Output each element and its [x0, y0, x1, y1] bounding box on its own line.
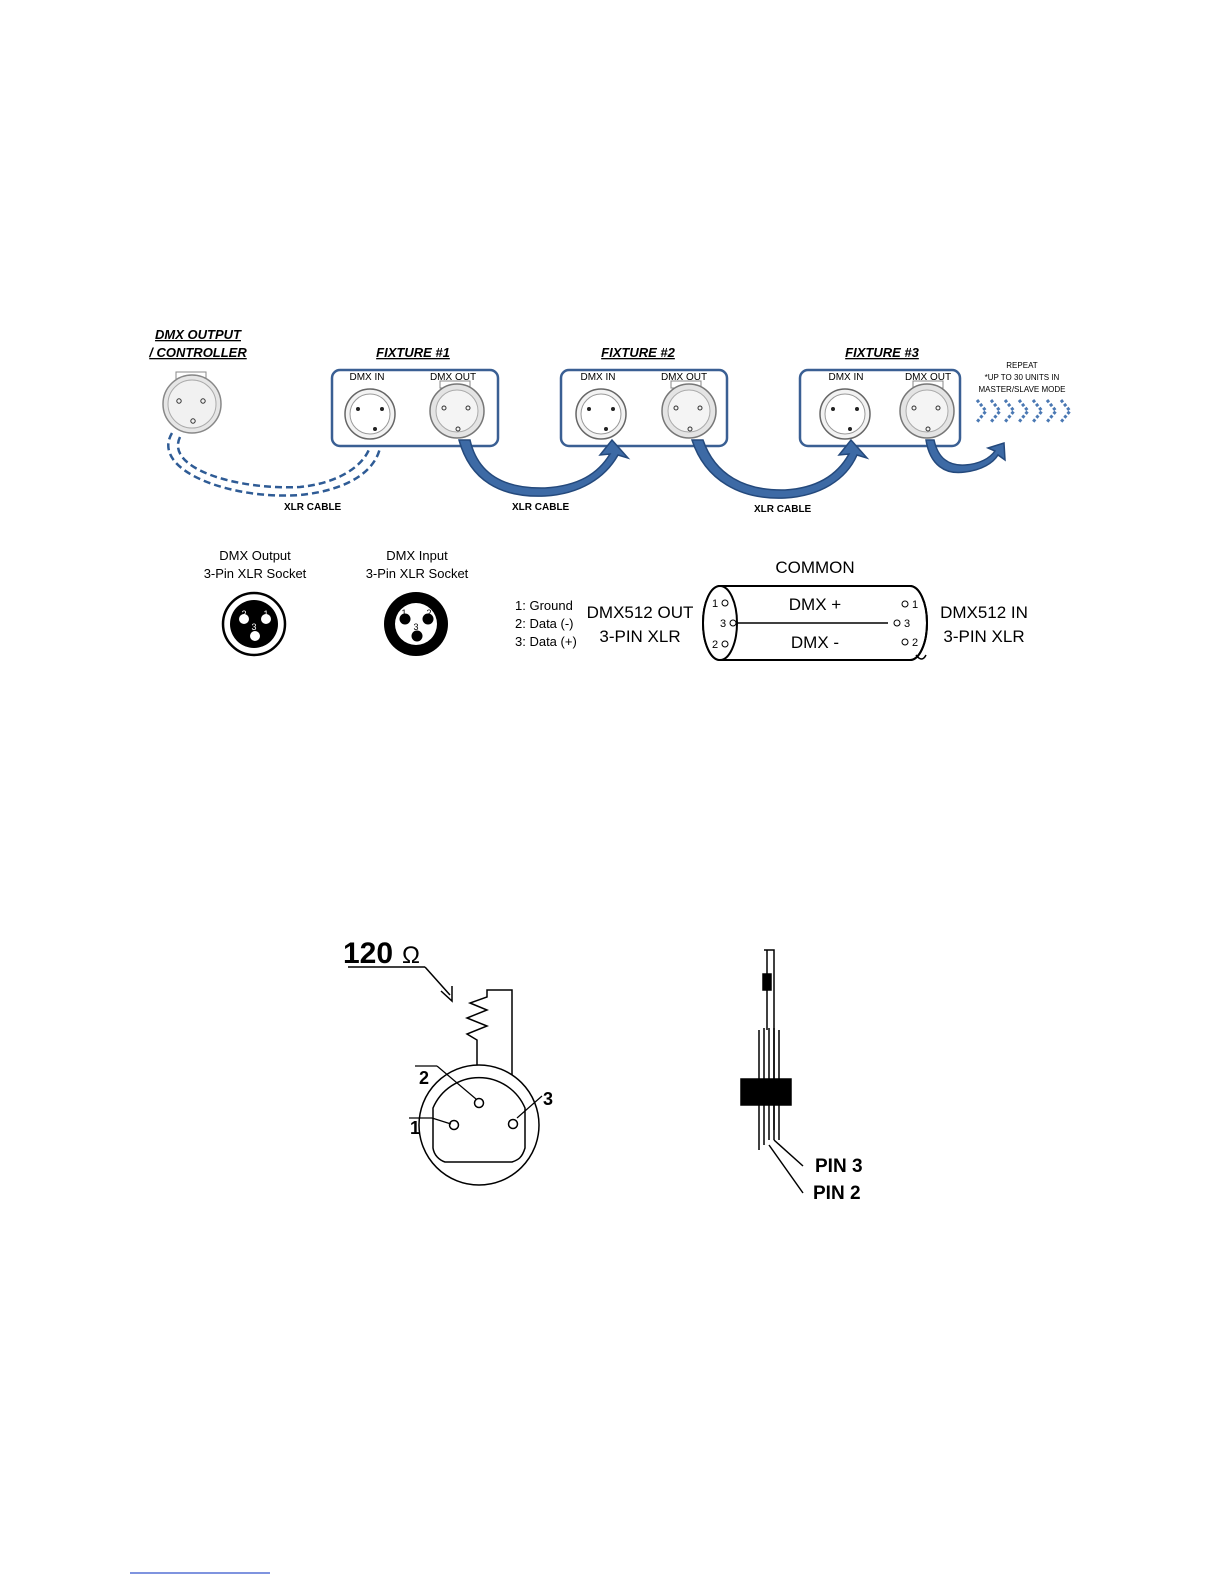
cable-right-label-line2: 3-PIN XLR [943, 627, 1024, 646]
cable-left-pin-3: 3 [720, 618, 726, 630]
cable-left-pin-2: 2 [712, 639, 718, 651]
fixture-3: FIXTURE #3 DMX IN DMX OUT [798, 345, 962, 448]
cable-left-label-line1: DMX512 OUT [587, 603, 694, 622]
xlr-cable-label-3: XLR CABLE [754, 504, 812, 515]
controller-xlr-connector [162, 371, 222, 434]
fixture-1-dmx-in-connector [344, 388, 396, 440]
cable-common-label: COMMON [775, 558, 854, 577]
pin-2-label: PIN 2 [813, 1183, 861, 1204]
input-socket-title-line2: 3-Pin XLR Socket [366, 566, 469, 581]
controller-title-line2: / CONTROLLER [148, 345, 247, 360]
output-socket-pin-1: 1 [263, 609, 268, 619]
cable-right-pin-2: 2 [912, 637, 918, 649]
solid-xlr-cable-1 [458, 438, 631, 497]
input-socket-title-line1: DMX Input [386, 548, 448, 563]
cable-right-pin-1: 1 [912, 599, 918, 611]
fixture-1: FIXTURE #1 DMX IN DMX OUT [330, 345, 500, 448]
input-socket-icon: 1 2 3 [384, 592, 448, 656]
pinout-legend: 1: Ground 2: Data (-) 3: Data (+) [515, 598, 577, 649]
terminator-section: 120 Ω 2 1 3 [343, 937, 863, 1204]
terminator-pin-1-label: 1 [410, 1118, 420, 1138]
fixture-2-title: FIXTURE #2 [601, 345, 675, 360]
socket-section: DMX Output 3-Pin XLR Socket 2 1 3 DMX In… [204, 548, 1028, 661]
fixture-3-dmx-in-connector [819, 388, 871, 440]
resistor-symbol [464, 989, 513, 1115]
dmx-chain-section: DMX OUTPUT / CONTROLLER XLR CABLE FIXTUR… [148, 327, 1072, 515]
solid-xlr-cable-2 [690, 438, 870, 499]
repeat-note-line1: *UP TO 30 UNITS IN [985, 373, 1060, 382]
fixture-3-dmx-out-connector [899, 380, 955, 439]
repeat-note-line2: MASTER/SLAVE MODE [979, 385, 1066, 394]
dmx512-cable: DMX512 OUT 3-PIN XLR COMMON 1 3 2 DMX + … [587, 558, 1028, 661]
input-socket-pin-3: 3 [413, 622, 418, 632]
fixture-1-title: FIXTURE #1 [376, 345, 450, 360]
cable-dmx-minus-label: DMX - [791, 633, 839, 652]
output-socket-pin-3: 3 [251, 622, 256, 632]
solid-xlr-cable-3 [925, 439, 1006, 474]
controller-title-line1: DMX OUTPUT [155, 327, 242, 342]
cable-right-pin-3: 3 [904, 618, 910, 630]
input-socket-pin-2: 2 [426, 608, 431, 618]
repeat-label: REPEAT [1006, 361, 1038, 370]
xlr-cable-label-2: XLR CABLE [512, 502, 570, 513]
fixture-2-dmx-out-connector [661, 380, 717, 439]
cable-dmx-plus-label: DMX + [789, 595, 842, 614]
terminator-pin-2-label: 2 [419, 1068, 429, 1088]
fixture-3-in-label: DMX IN [829, 372, 864, 383]
fixture-2-dmx-in-connector [575, 388, 627, 440]
terminator-plug-side-view: PIN 3 PIN 2 [740, 949, 863, 1204]
output-socket-title-line2: 3-Pin XLR Socket [204, 566, 307, 581]
fixture-2-in-label: DMX IN [581, 372, 616, 383]
cable-left-label-line2: 3-PIN XLR [599, 627, 680, 646]
output-socket-title-line1: DMX Output [219, 548, 291, 563]
cable-left-pin-1: 1 [712, 598, 718, 610]
xlr-cable-label-1: XLR CABLE [284, 502, 342, 513]
pinout-data-minus: 2: Data (-) [515, 616, 574, 631]
cable-right-label-line1: DMX512 IN [940, 603, 1028, 622]
pinout-data-plus: 3: Data (+) [515, 634, 577, 649]
input-socket-pin-1: 1 [401, 608, 406, 618]
resistor-value: 120 [343, 937, 393, 970]
fixture-3-title: FIXTURE #3 [845, 345, 919, 360]
pinout-ground: 1: Ground [515, 598, 573, 613]
pin-3-label: PIN 3 [815, 1156, 863, 1177]
fixture-1-out-label: DMX OUT [430, 372, 476, 383]
fixture-2: FIXTURE #2 DMX IN DMX OUT [559, 345, 729, 448]
fixture-1-in-label: DMX IN [350, 372, 385, 383]
output-socket-pin-2: 2 [241, 609, 246, 619]
resistor-unit: Ω [402, 942, 420, 969]
fixture-2-out-label: DMX OUT [661, 372, 707, 383]
dashed-xlr-cable [167, 432, 382, 497]
output-socket-icon: 2 1 3 [221, 591, 287, 657]
xlr-pin-diagram: 2 1 3 [409, 1064, 553, 1186]
repeat-chevrons [975, 399, 1072, 423]
fixture-1-dmx-out-connector [429, 380, 485, 439]
fixture-3-out-label: DMX OUT [905, 372, 951, 383]
terminator-pin-3-label: 3 [543, 1089, 553, 1109]
